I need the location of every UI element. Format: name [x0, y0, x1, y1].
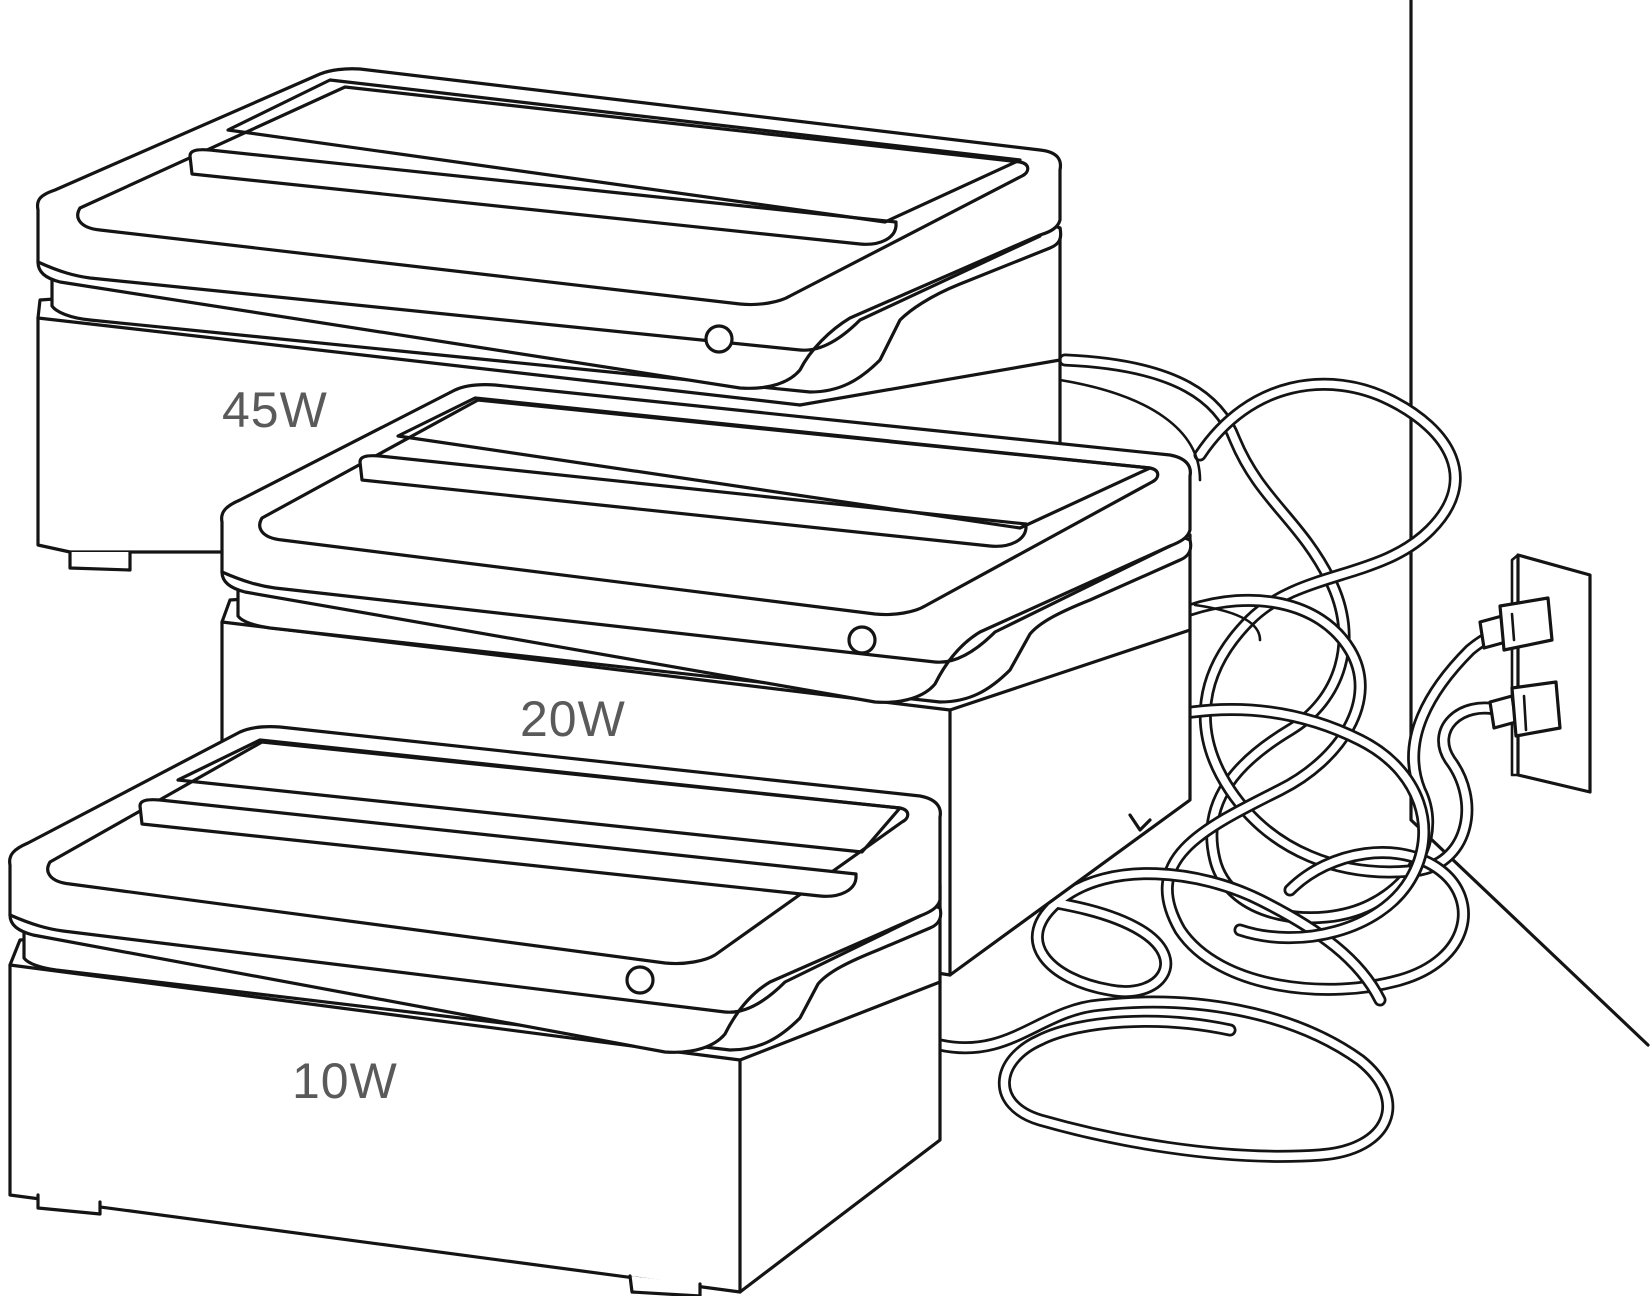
power-cord-5 [938, 867, 1387, 1007]
power-button-45w [704, 324, 734, 354]
power-button-10w [625, 965, 655, 995]
plug-lower [1488, 680, 1562, 738]
plug-upper [1478, 596, 1554, 652]
unit-label-10w: 10W [292, 1053, 398, 1109]
unit-label-20w: 20W [520, 691, 626, 747]
power-cord-4 [933, 995, 1395, 1163]
plugs [1478, 596, 1562, 738]
charging-unit-10w: 10W [8, 725, 943, 1296]
wall-outlet [1510, 553, 1592, 794]
power-cord-2 [1193, 377, 1559, 879]
power-button-20w [847, 625, 877, 655]
power-cord-6 [1143, 703, 1431, 945]
wall-corner [1409, 0, 1650, 1047]
unit-label-45w: 45W [222, 382, 328, 438]
power-cords [933, 353, 1559, 1163]
power-cord-3 [1161, 593, 1470, 996]
